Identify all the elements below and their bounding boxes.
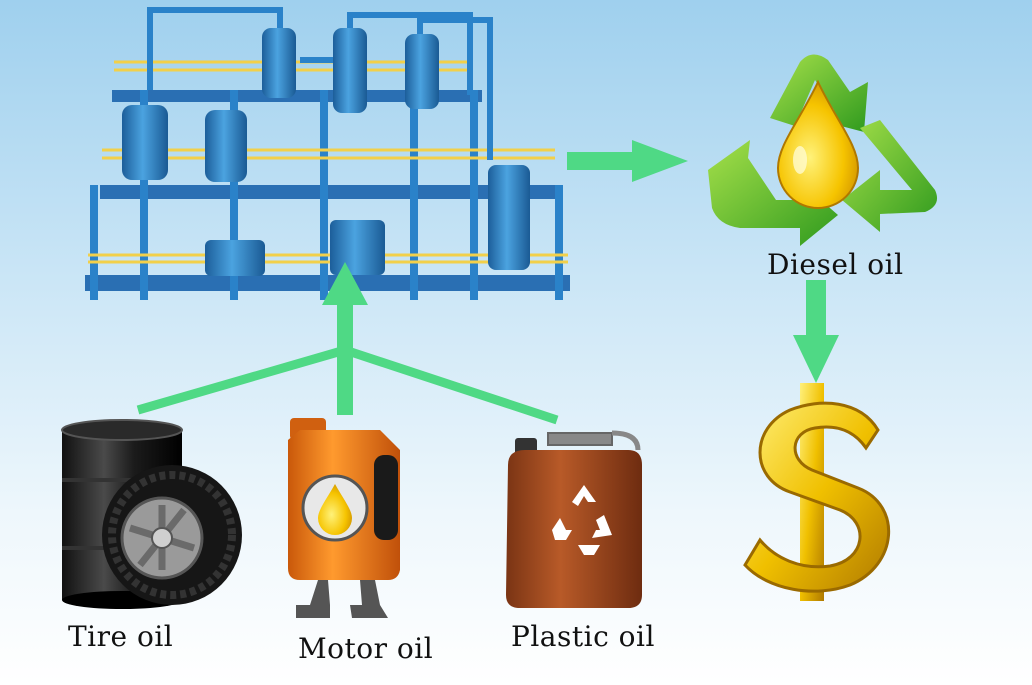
motor-oil-can-icon — [288, 418, 400, 618]
flow-arrows — [136, 140, 839, 425]
arrow-diesel-to-money — [806, 280, 826, 335]
label-motor-oil: Motor oil — [298, 632, 434, 665]
label-diesel-oil: Diesel oil — [767, 248, 904, 281]
pyrolysis-plant-icon — [85, 7, 570, 300]
dollar-sign-icon — [743, 383, 891, 601]
tire-icon — [102, 465, 242, 605]
label-tire-oil: Tire oil — [68, 620, 174, 653]
label-plastic-oil: Plastic oil — [511, 620, 655, 653]
oil-drop-icon — [776, 79, 860, 209]
plastic-jerrycan-icon — [506, 430, 642, 608]
arrow-plant-to-diesel — [567, 152, 632, 170]
recycle-icon — [708, 54, 938, 246]
